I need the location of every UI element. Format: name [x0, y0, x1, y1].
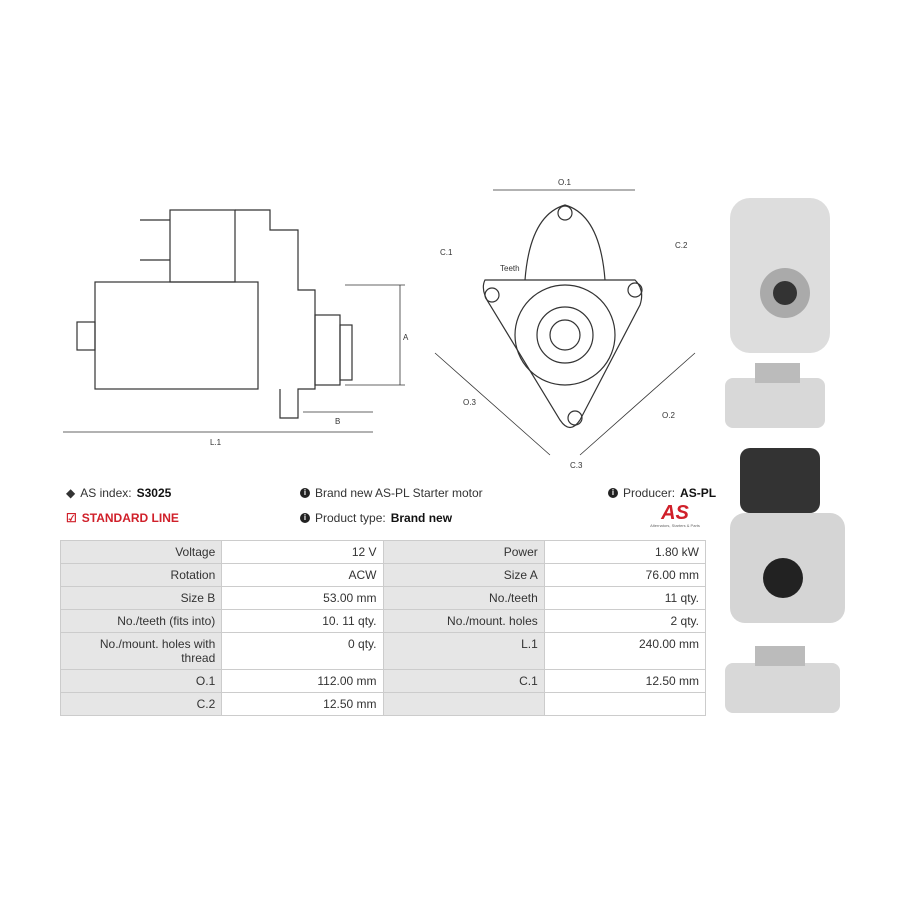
tag-icon: ◆: [66, 486, 76, 500]
spec-label: Size B: [59, 586, 223, 610]
spec-label: No./mount. holes: [382, 609, 545, 633]
label-c2: C.2: [675, 241, 688, 250]
spec-label: C.2: [59, 692, 223, 716]
spec-value: 10. 11 qty.: [221, 609, 384, 633]
spec-label: Size A: [382, 563, 545, 587]
as-pl-logo: AS Alternators, Starters & Parts: [650, 502, 700, 528]
label-c3: C.3: [570, 461, 583, 470]
label-teeth: Teeth: [500, 264, 520, 273]
info-icon: i: [608, 488, 618, 498]
label-l1: L.1: [210, 438, 222, 447]
spec-label: No./teeth: [382, 586, 545, 610]
spec-label: Voltage: [59, 540, 223, 564]
info-icon: i: [300, 488, 310, 498]
spec-label: Rotation: [59, 563, 223, 587]
spec-value: 53.00 mm: [221, 586, 384, 610]
spec-value: 12.50 mm: [221, 692, 384, 716]
label-c1: C.1: [440, 248, 453, 257]
as-index: ◆AS index:S3025: [66, 486, 172, 500]
spec-value: 0 qty.: [221, 632, 384, 670]
label-b: B: [335, 417, 340, 426]
side-view-diagram: L.1 B A: [63, 209, 409, 447]
spec-value: [543, 692, 707, 716]
spec-value: 11 qty.: [543, 586, 707, 610]
spec-row: No./teeth (fits into)10. 11 qty.No./moun…: [59, 609, 707, 633]
label-a: A: [403, 333, 409, 342]
spec-value: 112.00 mm: [221, 669, 384, 693]
photo-front: [730, 198, 830, 353]
info-icon: i: [300, 513, 310, 523]
spec-value: 2 qty.: [543, 609, 707, 633]
photo-side-2: [725, 646, 840, 713]
spec-value: ACW: [221, 563, 384, 587]
spec-label: Power: [382, 540, 545, 564]
product-photos: [725, 198, 845, 713]
spec-value: 12 V: [221, 540, 384, 564]
spec-value: 12.50 mm: [543, 669, 707, 693]
front-view-diagram: O.1 C.1 C.2 C.3 O.3 O.2 Teeth: [434, 178, 696, 470]
photo-back: [730, 448, 845, 623]
label-o2: O.2: [662, 411, 675, 420]
checkbox-icon: ☑: [66, 511, 77, 525]
spec-label: No./mount. holes with thread: [59, 632, 223, 670]
spec-label: C.1: [382, 669, 545, 693]
standard-line-badge: ☑STANDARD LINE: [66, 511, 179, 525]
spec-label: O.1: [59, 669, 223, 693]
spec-label: L.1: [382, 632, 545, 670]
spec-label: [382, 692, 545, 716]
spec-value: 76.00 mm: [543, 563, 707, 587]
label-o1: O.1: [558, 178, 571, 187]
label-o3: O.3: [463, 398, 476, 407]
photo-side: [725, 363, 825, 428]
spec-value: 1.80 kW: [543, 540, 707, 564]
spec-label: No./teeth (fits into): [59, 609, 223, 633]
spec-value: 240.00 mm: [543, 632, 707, 670]
